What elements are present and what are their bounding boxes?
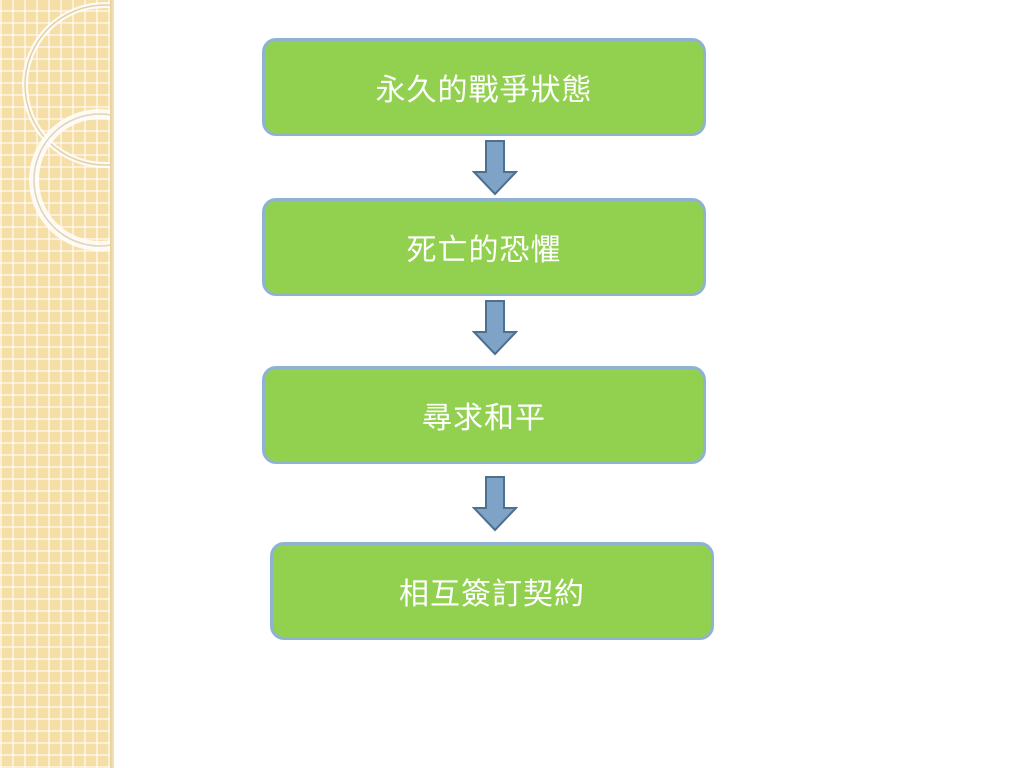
flow-step-2-label: 死亡的恐懼 bbox=[406, 233, 562, 268]
side-strip-edge bbox=[110, 0, 114, 768]
flow-step-2: 死亡的恐懼 bbox=[262, 198, 706, 296]
down-arrow-icon bbox=[472, 476, 518, 532]
flow-step-1-label: 永久的戰爭狀態 bbox=[375, 73, 593, 108]
decorative-circles bbox=[22, 2, 112, 251]
flow-step-3: 尋求和平 bbox=[262, 366, 706, 464]
down-arrow-icon bbox=[472, 140, 518, 196]
down-arrow-icon bbox=[472, 300, 518, 356]
flow-step-3-label: 尋求和平 bbox=[422, 401, 546, 436]
flow-step-4-label: 相互簽訂契約 bbox=[399, 577, 585, 612]
flow-step-4: 相互簽訂契約 bbox=[270, 542, 714, 640]
flow-step-1: 永久的戰爭狀態 bbox=[262, 38, 706, 136]
decorative-side-strip bbox=[0, 0, 112, 768]
